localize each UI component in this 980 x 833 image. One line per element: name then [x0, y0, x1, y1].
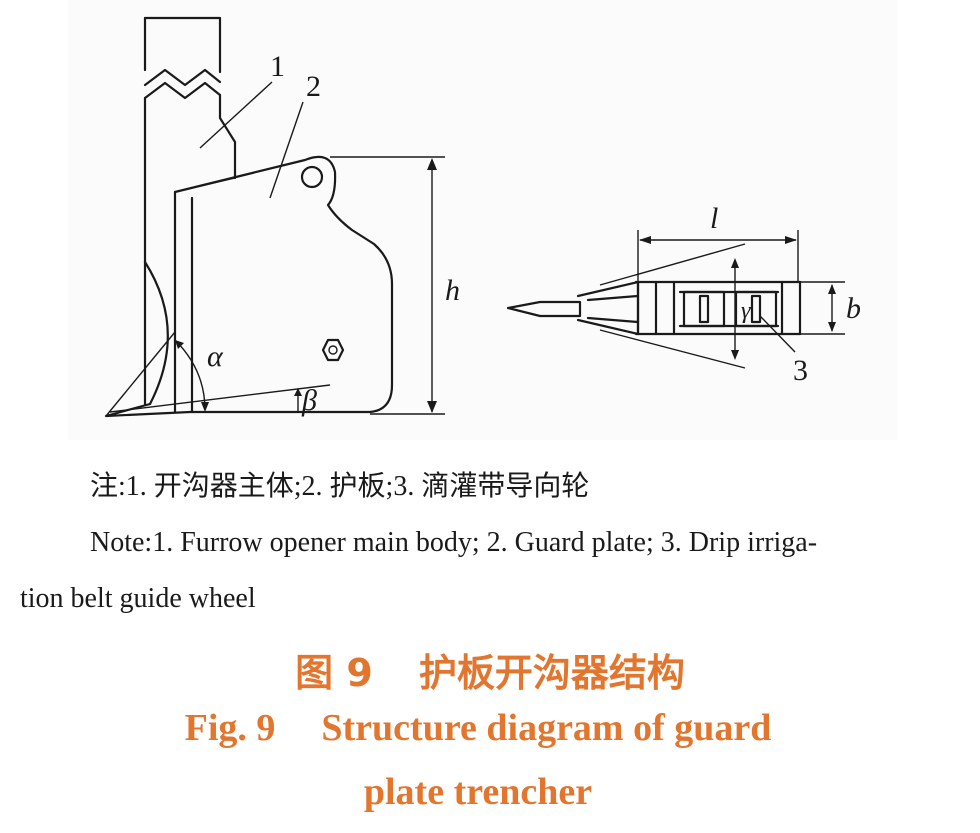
angle-alpha-mark — [109, 339, 331, 413]
guard-plate-trencher-diagram: 1 2 3 h l b α β γ — [68, 0, 898, 440]
label-beta: β — [301, 384, 317, 417]
dimension-l — [637, 230, 799, 282]
note-english-line-1: Note:1. Furrow opener main body; 2. Guar… — [90, 527, 818, 558]
leader-1 — [199, 81, 273, 149]
label-part-2: 2 — [306, 70, 321, 103]
angle-beta-mark — [294, 388, 302, 412]
label-part-3: 3 — [793, 354, 808, 387]
leader-2 — [269, 101, 304, 199]
note-english-line-2: tion belt guide wheel — [20, 583, 256, 614]
label-h: h — [445, 274, 460, 307]
caption-chinese-title: 护板开沟器结构 — [418, 651, 685, 695]
label-l: l — [710, 202, 718, 235]
top-view-assembly — [506, 280, 802, 336]
dimension-b — [800, 281, 845, 335]
furrow-opener-main-body — [104, 16, 237, 418]
leader-3 — [759, 315, 796, 353]
label-gamma: γ — [741, 298, 751, 324]
caption-chinese-number: 图 9 — [295, 651, 373, 695]
caption-english-line-1: Fig. 9 Structure diagram of guard — [0, 706, 968, 750]
dimension-h — [330, 156, 445, 415]
caption-english-number: Fig. 9 — [184, 707, 276, 749]
caption-english-line-2: plate trencher — [363, 771, 593, 813]
angle-gamma-mark — [599, 243, 746, 369]
guard-plate — [173, 155, 394, 414]
caption-english-title-1: Structure diagram of guard — [321, 707, 772, 749]
label-b: b — [846, 292, 861, 325]
label-alpha: α — [207, 340, 224, 373]
caption-chinese: 图 9 护板开沟器结构 — [0, 642, 980, 697]
label-part-1: 1 — [270, 50, 285, 83]
drawing-panel — [68, 0, 898, 440]
note-chinese: 注:1. 开沟器主体;2. 护板;3. 滴灌带导向轮 — [90, 471, 590, 502]
